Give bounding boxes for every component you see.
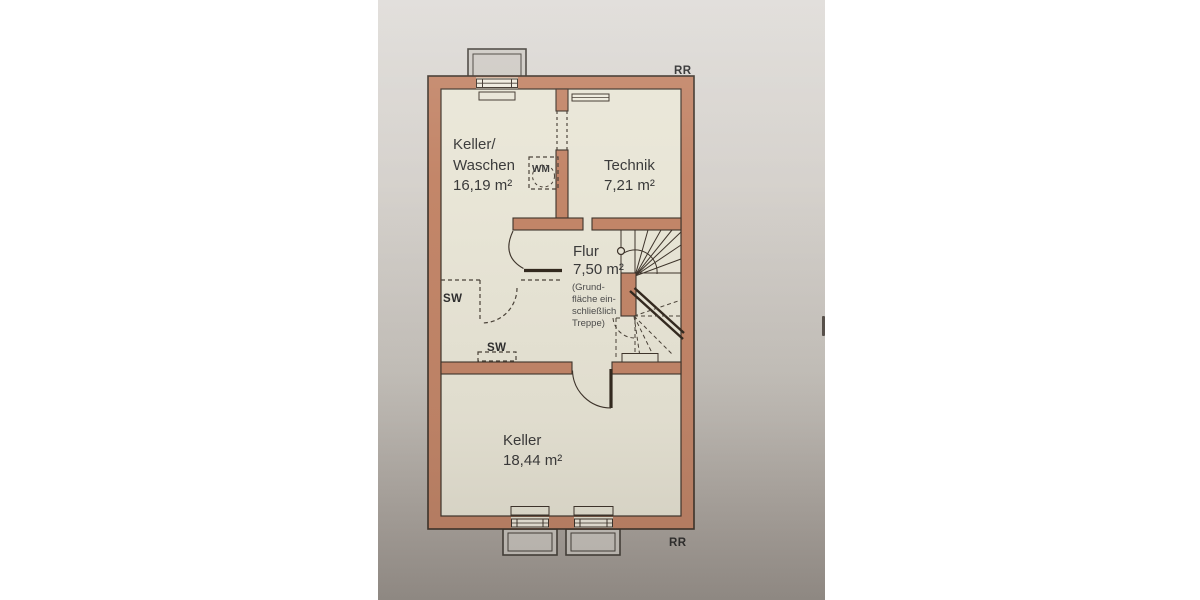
stair-bottom-step xyxy=(621,353,659,363)
staircase xyxy=(612,229,685,363)
annotation-sw-lower: SW xyxy=(487,342,507,354)
area-label-keller: 18,44 m² xyxy=(503,452,562,469)
window-bottom-left xyxy=(510,506,550,528)
light-well-top xyxy=(467,48,527,79)
room-label-technik: Technik xyxy=(604,157,655,174)
door-keller-waschen-flur xyxy=(508,230,562,273)
flur-note-line1: (Grund- xyxy=(572,282,605,293)
flur-note-line3: schließlich xyxy=(572,306,616,317)
area-label-flur: 7,50 m² xyxy=(573,261,624,278)
room-label-keller: Keller xyxy=(503,432,541,449)
annotation-rr-bottom: RR xyxy=(669,537,687,549)
window-bottom-right xyxy=(573,506,614,528)
area-label-technik: 7,21 m² xyxy=(604,177,655,194)
stair-cut-line xyxy=(629,287,685,340)
dashed-partition xyxy=(441,279,560,362)
window-technik-sill xyxy=(571,93,610,102)
stair-lower-run-dashed xyxy=(612,299,682,359)
window-top xyxy=(476,77,518,101)
door-flur-keller xyxy=(571,369,613,409)
wm-label: WM xyxy=(532,164,550,175)
light-well-bottom-left xyxy=(502,528,558,556)
area-label-keller-waschen: 16,19 m² xyxy=(453,177,512,194)
washing-machine-icon xyxy=(528,156,559,190)
paper-edge-mark xyxy=(822,316,825,336)
flur-note-line2: fläche ein- xyxy=(572,294,616,305)
stair-post-marker xyxy=(616,246,626,256)
room-label-keller-waschen-line2: Waschen xyxy=(453,157,515,174)
stair-pillar xyxy=(620,272,637,317)
room-label-keller-waschen-line1: Keller/ xyxy=(453,136,496,153)
annotation-rr-top: RR xyxy=(674,65,692,77)
annotation-sw-upper: SW xyxy=(443,293,463,305)
interior-walls xyxy=(440,88,682,375)
light-well-bottom-right xyxy=(565,528,621,556)
room-label-flur: Flur xyxy=(573,243,599,260)
flur-note-line4: Treppe) xyxy=(572,318,605,329)
wall-opening-dashed xyxy=(556,111,568,150)
